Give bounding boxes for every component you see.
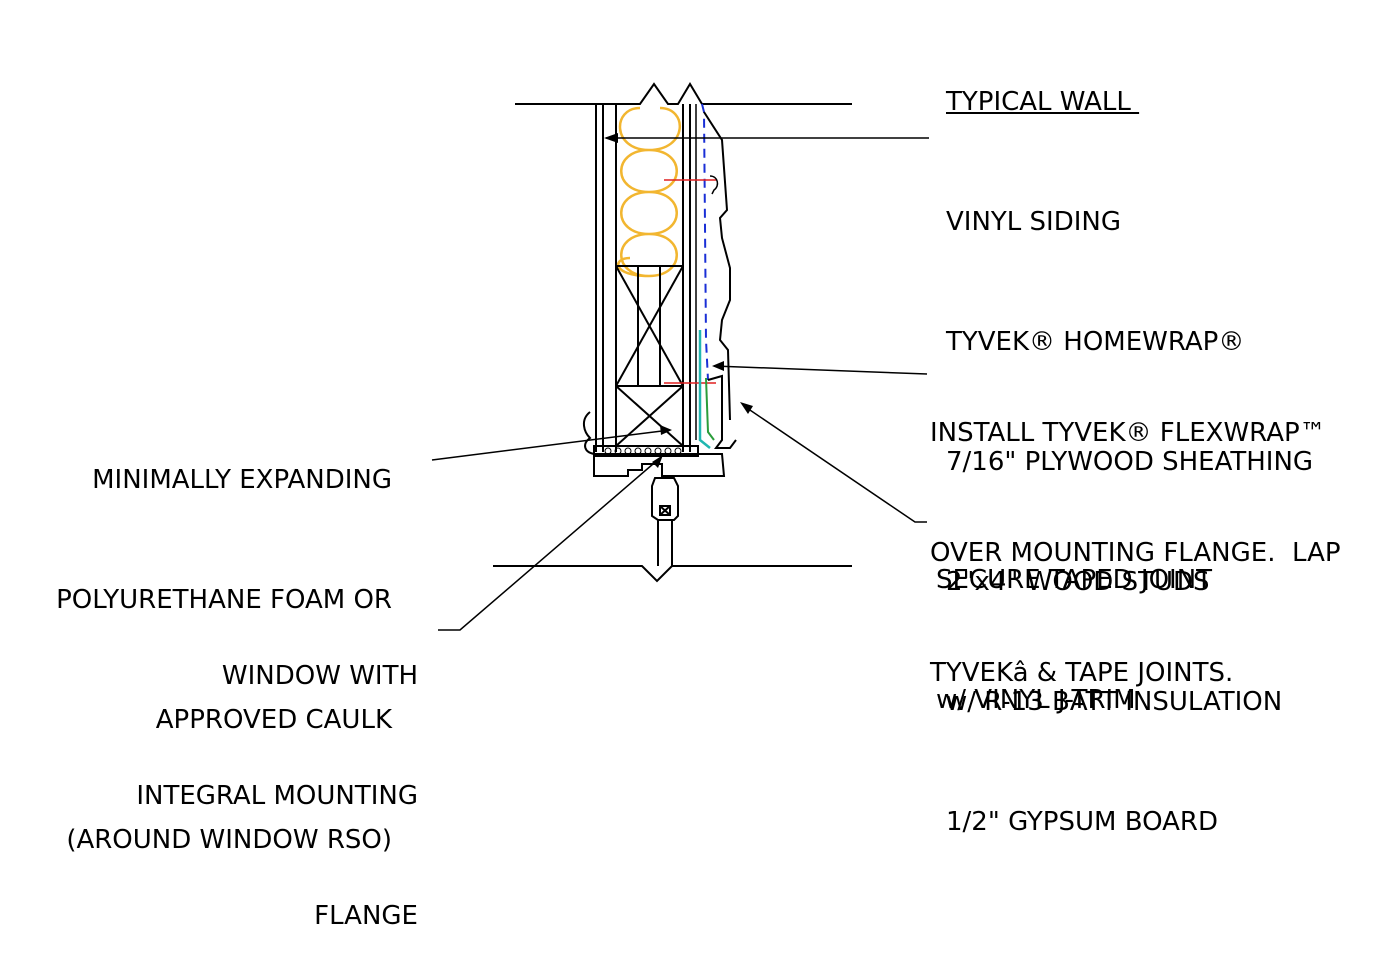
jtrim-note-line-1: SECURE TAPED JOINT xyxy=(936,565,1213,595)
vinyl-j-trim xyxy=(707,374,737,449)
top-break-line xyxy=(515,82,852,105)
jtrim-note-line-2: w/ VINYL J-TRIM xyxy=(936,685,1136,715)
siding-nail-hook xyxy=(709,175,719,195)
wood-stud-blocks xyxy=(615,265,684,447)
wall-legend-title: TYPICAL WALL xyxy=(946,87,1140,117)
wall-section-drawing xyxy=(431,82,929,631)
stud-cavity xyxy=(615,104,684,452)
window-note-line-1: WINDOW WITH xyxy=(221,661,418,691)
gypsum-board xyxy=(595,104,604,452)
label-tyvek-homewrap: TYVEK® HOMEWRAP® xyxy=(946,327,1245,357)
leader-lines xyxy=(431,137,929,631)
window-frame xyxy=(651,477,679,566)
bottom-break-line xyxy=(493,565,852,583)
jtrim-note: SECURE TAPED JOINT w/ VINYL J-TRIM xyxy=(936,480,1212,760)
tyvek-flexwrap xyxy=(698,330,711,449)
window-note: WINDOW WITH INTEGRAL MOUNTING FLANGE xyxy=(136,576,418,976)
caulk-bead xyxy=(583,411,595,455)
batt-insulation xyxy=(617,106,682,278)
window-sill xyxy=(593,445,726,477)
label-wood-studs: 2"x4" WOOD STUDS xyxy=(946,567,1210,597)
tyvek-homewrap xyxy=(701,103,709,381)
arrowheads xyxy=(604,133,753,468)
foam-sealant xyxy=(604,447,682,455)
fasteners xyxy=(664,179,716,384)
flexwrap-note-line-2: OVER MOUNTING FLANGE. LAP xyxy=(930,538,1341,568)
plywood-sheathing xyxy=(689,104,697,452)
label-vinyl-siding: VINYL SIDING xyxy=(946,207,1121,237)
label-plywood-sheathing: 7/16" PLYWOOD SHEATHING xyxy=(946,447,1314,477)
window-note-line-2: INTEGRAL MOUNTING xyxy=(136,781,418,811)
foam-note-line-2: POLYURETHANE FOAM OR xyxy=(56,585,392,615)
flexwrap-note-line-1: INSTALL TYVEK® FLEXWRAP™ xyxy=(930,418,1326,448)
window-note-line-3: FLANGE xyxy=(314,901,418,931)
label-gypsum-board: 1/2" GYPSUM BOARD xyxy=(946,807,1218,837)
vinyl-siding xyxy=(703,111,731,421)
flexwrap-inner-layer xyxy=(705,377,715,441)
foam-note-line-1: MINIMALLY EXPANDING xyxy=(92,465,392,495)
